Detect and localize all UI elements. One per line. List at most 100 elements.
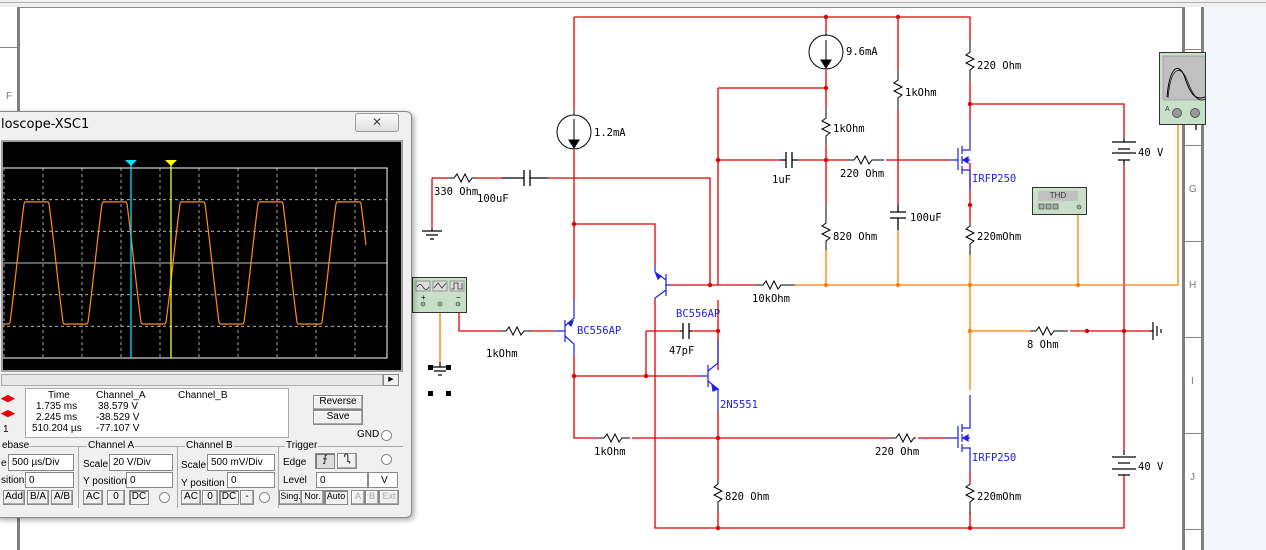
ruler-cell [1185, 145, 1201, 242]
channel-b-zero-button[interactable]: 0 [202, 490, 218, 505]
resistor-220m-top[interactable] [964, 222, 976, 255]
channel-b-scale-field[interactable]: 500 mV/Div [207, 454, 275, 471]
trigger-auto-button[interactable]: Auto [324, 490, 348, 505]
transistor-q3-2n5551[interactable] [700, 340, 720, 412]
resistor-220-bottom-gate[interactable] [890, 432, 916, 444]
svg-text:−: − [456, 293, 461, 302]
transistor-q2-bc556ap[interactable] [654, 265, 670, 300]
header-time: Time [48, 390, 70, 401]
falling-edge-icon: Ⴂ [343, 454, 351, 465]
resistor-10k[interactable] [755, 279, 795, 291]
cursor-2-handle [165, 160, 177, 166]
timebase-xpos-field[interactable]: 0 [25, 472, 74, 488]
trigger-edge-label: Edge [283, 457, 307, 468]
transistor-q1-bc556ap[interactable] [555, 300, 575, 355]
capacitor-47pf[interactable] [680, 323, 692, 339]
reverse-button[interactable]: Reverse [313, 395, 363, 410]
sine-wave-icon [415, 280, 431, 292]
channel-a-scale-field[interactable]: 20 V/Div [109, 454, 173, 471]
capacitor-100uf-input[interactable] [502, 170, 548, 186]
timebase-scale-field[interactable]: 500 µs/Div [8, 454, 74, 471]
close-button[interactable]: ✕ [355, 113, 399, 132]
ruler-letter-f: F [6, 91, 13, 102]
ground-fgen[interactable] [430, 362, 450, 376]
channel-b-invert-button[interactable]: - [240, 490, 254, 505]
channel-a-ac-button[interactable]: AC [83, 490, 103, 505]
mosfet-top-irfp250[interactable] [950, 120, 971, 190]
capacitor-1uf[interactable] [780, 152, 798, 168]
header-channel-b: Channel_B [178, 390, 228, 401]
label-47pf: 47pF [669, 345, 694, 357]
battery-bottom-40v[interactable] [1112, 450, 1136, 476]
resistor-220-drain[interactable] [964, 40, 976, 82]
window-title: loscope-XSC1 [1, 117, 90, 132]
cursor2-arrows[interactable]: ◀▶ [1, 408, 15, 418]
trigger-source-b-button[interactable]: B [365, 490, 379, 505]
add-button[interactable]: Add [3, 490, 25, 505]
b-over-a-button[interactable]: B/A [27, 490, 49, 505]
cursor1-arrows[interactable]: ◀▶ [1, 393, 15, 403]
ruler-cell [1185, 241, 1201, 338]
scope-screen[interactable] [0, 140, 403, 372]
channel-b-ypos-field[interactable]: 0 [227, 472, 275, 488]
trigger-rising-edge-button[interactable]: ⨍ [315, 453, 335, 469]
trigger-level-unit[interactable]: V [368, 472, 398, 488]
resistor-1k-base[interactable] [500, 325, 532, 337]
resistor-1k-bottom[interactable] [598, 432, 630, 444]
channel-b-radio[interactable] [259, 492, 270, 503]
resistor-220m-bottom[interactable] [964, 482, 976, 514]
horizontal-scrollbar[interactable] [1, 374, 383, 386]
resistor-8ohm[interactable] [1030, 325, 1068, 337]
trigger-radio[interactable] [381, 454, 392, 465]
label-220-drain: 220 Ohm [977, 60, 1021, 72]
label-1uf: 1uF [772, 174, 791, 186]
oscilloscope-instrument-icon[interactable]: A [1159, 52, 1206, 125]
channel-a-ypos-field[interactable]: 0 [126, 472, 173, 488]
trigger-single-button[interactable]: Sing. [279, 490, 302, 505]
ruler-letter-h: H [1189, 280, 1197, 291]
resistor-220-top-gate[interactable] [848, 154, 884, 166]
trigger-falling-edge-button[interactable]: Ⴂ [337, 453, 357, 469]
resistor-820-top[interactable] [820, 205, 832, 250]
current-source-1-2ma[interactable] [556, 110, 592, 150]
trigger-source-a-button[interactable]: A [351, 490, 365, 505]
label-m2: IRFP250 [972, 452, 1016, 464]
scroll-right-button[interactable]: ▶ [383, 374, 399, 386]
ruler-cell [1185, 337, 1201, 434]
ground-input [422, 228, 442, 240]
thd-analyzer[interactable]: THD [1032, 187, 1087, 215]
timebase-scale-label: e [1, 458, 7, 469]
mosfet-bottom-irfp250[interactable] [945, 395, 971, 472]
channel-b-dc-button[interactable]: DC [219, 490, 239, 505]
trigger-normal-button[interactable]: Nor. [301, 490, 324, 505]
row1-time: 1.735 ms [36, 401, 78, 412]
function-generator[interactable]: + − [412, 277, 467, 313]
a-over-b-button[interactable]: A/B [51, 490, 73, 505]
current-source-9-6ma[interactable] [808, 32, 844, 70]
resistor-1k-mid[interactable] [820, 108, 832, 145]
save-button[interactable]: Save [313, 410, 363, 425]
trigger-title: Trigger [285, 440, 319, 451]
channel-a-dc-button[interactable]: DC [129, 490, 149, 505]
channel-a-zero-button[interactable]: 0 [107, 490, 125, 505]
rising-edge-icon: ⨍ [322, 454, 328, 465]
label-v-top: 40 V [1138, 147, 1164, 159]
channel-a-radio[interactable] [159, 492, 170, 503]
trigger-source-ext-button[interactable]: Ext [379, 490, 399, 505]
gnd-radio[interactable] [381, 430, 392, 441]
battery-top-40v[interactable] [1112, 138, 1136, 165]
capacitor-100uf-bypass[interactable] [890, 205, 906, 230]
cursor-readout-table: Time Channel_A Channel_B 1.735 ms 38.579… [25, 388, 289, 438]
resistor-1k-right[interactable] [892, 70, 904, 110]
resistor-820-bottom[interactable] [712, 480, 724, 512]
trigger-level-field[interactable]: 0 [316, 472, 368, 488]
label-220-bottom-gate: 220 Ohm [875, 446, 919, 458]
svg-text:+: + [421, 293, 426, 302]
ruler-letter-j: J [1190, 472, 1195, 483]
timebase-title: ebase [1, 440, 31, 451]
channel-b-ac-button[interactable]: AC [181, 490, 201, 505]
oscilloscope-window[interactable]: loscope-XSC1 ✕ ▶ ◀▶ ◀▶ 1 Time Channel_A … [0, 111, 412, 518]
resistor-330[interactable] [448, 172, 476, 184]
top-toolbar-edge [0, 0, 1266, 8]
